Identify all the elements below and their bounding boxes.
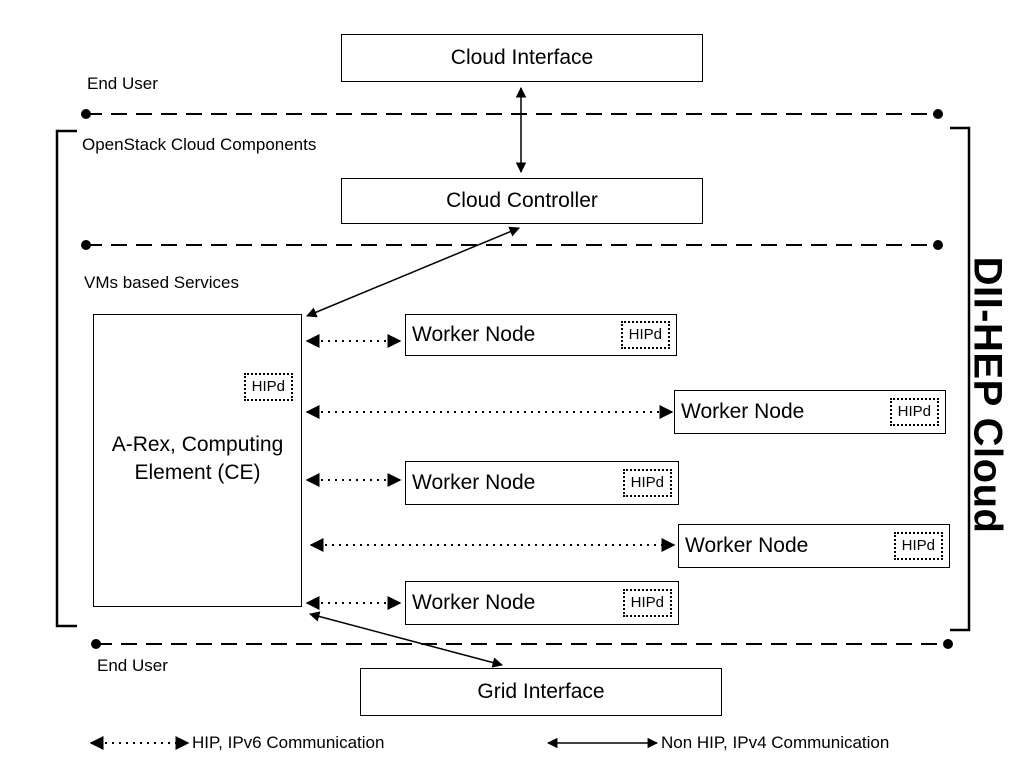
grid-interface-box: Grid Interface bbox=[360, 668, 722, 716]
worker-node-label: Worker Node bbox=[412, 471, 536, 494]
worker-hipd-badge: HIPd bbox=[620, 321, 670, 349]
worker-node-label: Worker Node bbox=[681, 400, 805, 423]
boundary-middle bbox=[81, 240, 943, 250]
worker-node-box: Worker Node HIPd bbox=[678, 524, 950, 568]
worker-hipd-badge: HIPd bbox=[622, 469, 672, 497]
openstack-zone-label: OpenStack Cloud Components bbox=[82, 135, 317, 154]
diagram-title: DII-HEP Cloud bbox=[965, 256, 1010, 534]
worker-node-box: Worker Node HIPd bbox=[674, 390, 946, 434]
cloud-interface-label: Cloud Interface bbox=[450, 46, 594, 69]
grid-interface-label: Grid Interface bbox=[477, 680, 605, 703]
worker-node-label: Worker Node bbox=[412, 323, 536, 346]
worker-hipd-badge: HIPd bbox=[622, 589, 672, 617]
vm-services-zone-label: VMs based Services bbox=[84, 273, 239, 292]
end-user-top-label: End User bbox=[87, 74, 158, 93]
worker-node-box: Worker Node HIPd bbox=[405, 461, 679, 505]
worker-hipd-badge: HIPd bbox=[889, 398, 939, 426]
worker-hipd-badge: HIPd bbox=[893, 532, 943, 560]
boundary-top bbox=[81, 109, 943, 119]
bracket-left bbox=[55, 129, 77, 628]
legend-solid-label: Non HIP, IPv4 Communication bbox=[661, 733, 890, 752]
cloud-interface-box: Cloud Interface bbox=[341, 34, 703, 82]
ce-label-line-1: A-Rex, Computing bbox=[111, 433, 284, 456]
ce-label-line-2: Element (CE) bbox=[134, 461, 261, 484]
link-ce-grid bbox=[308, 611, 504, 668]
cloud-controller-box: Cloud Controller bbox=[341, 178, 703, 224]
computing-element-box: HIPd A-Rex, Computing Element (CE) bbox=[93, 314, 302, 607]
worker-node-box: Worker Node HIPd bbox=[405, 314, 677, 356]
worker-node-label: Worker Node bbox=[685, 534, 809, 557]
worker-node-label: Worker Node bbox=[412, 591, 536, 614]
cloud-controller-label: Cloud Controller bbox=[446, 189, 598, 212]
worker-node-box: Worker Node HIPd bbox=[405, 581, 679, 625]
link-controller-ce bbox=[306, 226, 520, 318]
bracket-right bbox=[950, 126, 971, 632]
ce-label: A-Rex, Computing Element (CE) bbox=[94, 431, 301, 487]
end-user-bottom-label: End User bbox=[97, 656, 168, 675]
legend-dotted-label: HIP, IPv6 Communication bbox=[192, 733, 385, 752]
boundary-bottom bbox=[91, 639, 953, 649]
ce-hipd-badge: HIPd bbox=[243, 373, 293, 401]
